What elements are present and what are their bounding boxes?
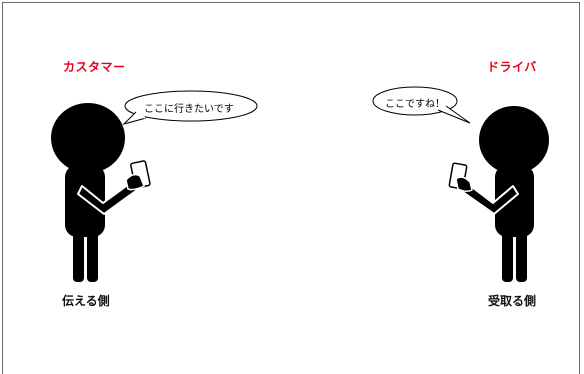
customer-caption: 伝える側 <box>62 294 110 308</box>
driver-role-label: ドライバ <box>487 60 537 74</box>
customer-speech-text: ここに行きたいです <box>144 104 234 115</box>
driver-person-icon <box>448 106 549 282</box>
driver-speech-bubble <box>372 86 471 124</box>
customer-person-icon <box>51 103 151 282</box>
customer-role-label: カスタマー <box>63 60 126 74</box>
driver-caption: 受取る側 <box>488 294 537 308</box>
customer-speech-bubble <box>122 90 258 125</box>
diagram-illustration <box>51 86 549 282</box>
driver-speech-text: ここですね！ <box>385 99 445 110</box>
